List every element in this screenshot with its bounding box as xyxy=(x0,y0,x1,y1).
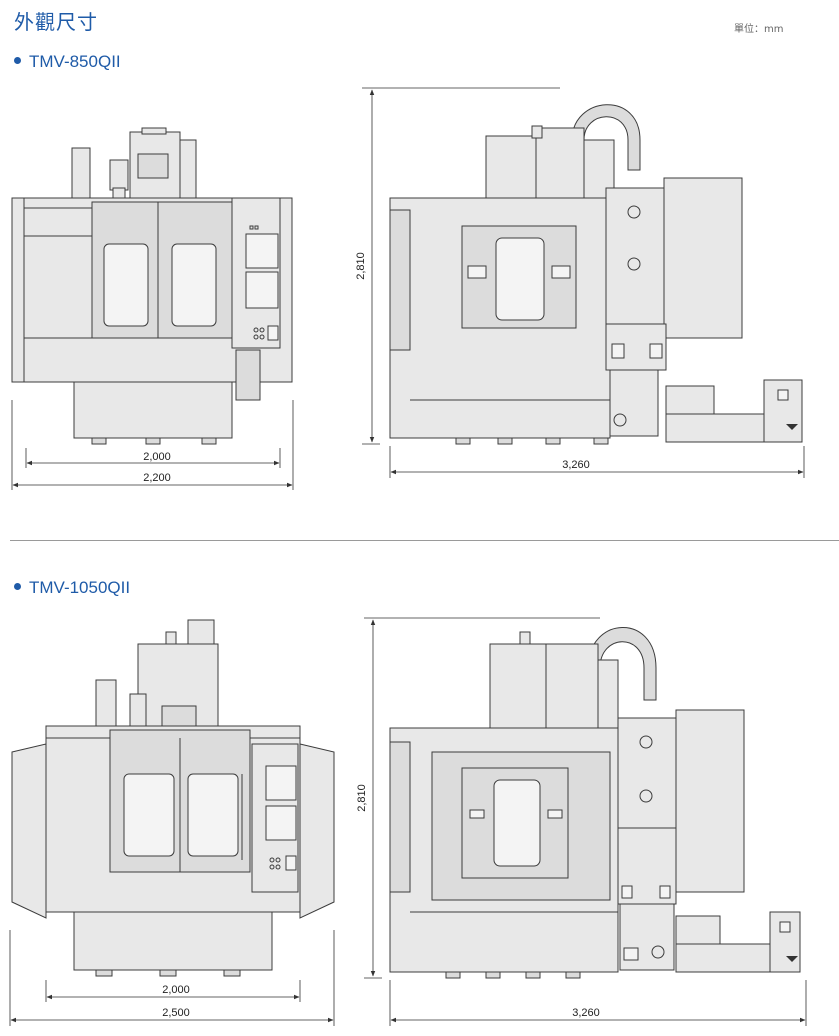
front-view-1050: 2,000 2,500 xyxy=(9,619,335,1026)
side-height-label: 2,810 xyxy=(355,252,367,280)
bullet-icon xyxy=(14,57,21,65)
section-divider xyxy=(10,540,839,541)
front-inner-width-label: 2,000 xyxy=(143,451,171,463)
unit-note: 單位：mm xyxy=(734,24,784,35)
side-view-850: 2,810 3,260 xyxy=(355,87,805,478)
side-depth-label: 3,260 xyxy=(572,1007,600,1019)
front-outer-width-label: 2,200 xyxy=(143,472,171,484)
model-heading-1050: TMV-1050QII xyxy=(14,578,130,598)
model-heading-850: TMV-850QII xyxy=(14,52,121,72)
side-height-label: 2,810 xyxy=(356,784,368,812)
side-view-1050: 2,810 3,260 xyxy=(356,617,807,1026)
side-depth-label: 3,260 xyxy=(562,459,590,471)
model-name: TMV-1050QII xyxy=(29,578,131,597)
bullet-icon xyxy=(14,583,21,591)
front-inner-width-label: 2,000 xyxy=(162,984,190,996)
front-outer-width-label: 2,500 xyxy=(162,1007,190,1019)
front-view-850: 2,000 2,200 xyxy=(11,127,294,490)
model-name: TMV-850QII xyxy=(29,52,121,71)
page-title: 外觀尺寸 xyxy=(14,10,98,34)
